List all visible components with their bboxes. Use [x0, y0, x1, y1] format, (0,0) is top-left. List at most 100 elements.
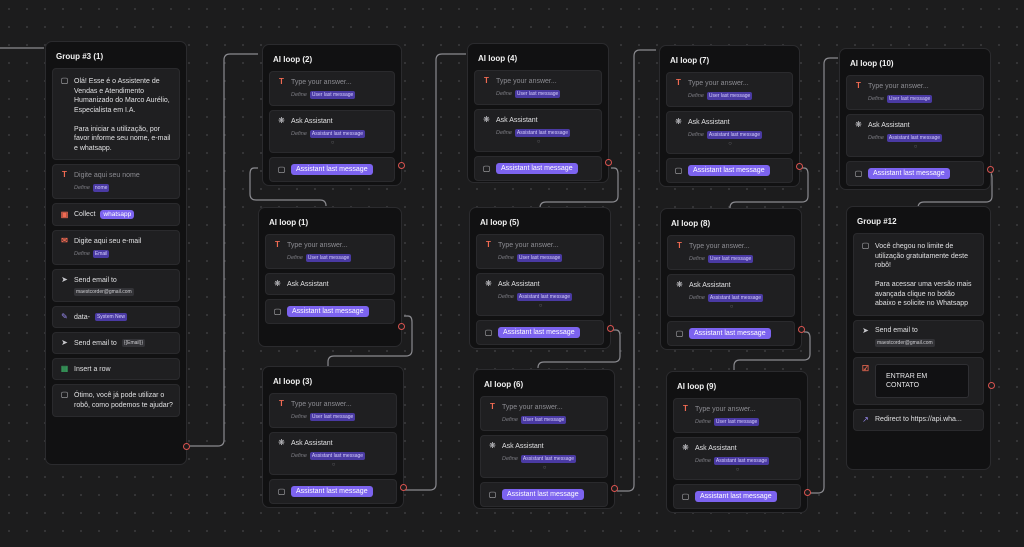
insert-row-block[interactable]: ▦Insert a row — [52, 358, 180, 380]
user-last-message-tag: User last message — [706, 92, 753, 100]
ask-assistant-label: Ask Assistant — [496, 116, 538, 124]
email-address-tag: maestcorder@gmail.com — [875, 338, 935, 347]
edge-group3-to-loop2 — [190, 53, 258, 447]
email-address-tag: maestcorder@gmail.com — [74, 288, 134, 296]
openai-icon: ❋ — [278, 116, 285, 125]
sheet-icon: ▦ — [60, 364, 69, 373]
output-port[interactable] — [611, 485, 618, 492]
assistant-last-message-tag: Assistant last message — [309, 130, 366, 138]
send-email-block-1[interactable]: ➤Send email to maestcorder@gmail.com — [52, 269, 180, 302]
output-port[interactable] — [987, 166, 994, 173]
buttons-block[interactable]: ☑ ENTRAR EM CONTATO — [853, 356, 995, 405]
output-port[interactable] — [607, 325, 614, 332]
text-input-icon: T — [62, 170, 67, 179]
output-port[interactable] — [804, 489, 811, 496]
output-port[interactable] — [798, 326, 805, 333]
output-port[interactable] — [400, 484, 407, 491]
answer-placeholder: Type your answer... — [688, 79, 749, 87]
ask-assistant-block[interactable]: ❋Ask Assistant — [265, 273, 395, 295]
ask-assistant-label: Ask Assistant — [287, 280, 329, 288]
button-port[interactable] — [988, 381, 995, 389]
openai-icon: ❋ — [855, 120, 862, 129]
loop-title: AI loop (4) — [478, 54, 518, 63]
assistant-message-block[interactable]: ▢Assistant last message — [476, 320, 604, 345]
chat-bubble-icon: ▢ — [60, 76, 69, 85]
text-input-icon: T — [279, 399, 284, 408]
chat-bubble-icon: ▢ — [277, 164, 286, 174]
answer-placeholder: Type your answer... — [498, 241, 559, 249]
assistant-message-block[interactable]: ▢Assistant last message — [269, 479, 397, 504]
loop-title: AI loop (6) — [484, 380, 524, 389]
data-block[interactable]: ✎data-System New — [52, 306, 180, 328]
output-port[interactable] — [796, 163, 803, 170]
text-input-icon: T — [683, 404, 688, 413]
assistant-message-block[interactable]: ▢Assistant last message — [673, 484, 801, 509]
assistant-message-block[interactable]: ▢Assistant last message — [480, 482, 608, 507]
assistant-last-message-tag: Assistant last message — [713, 457, 770, 465]
text-input-icon: T — [486, 240, 491, 249]
output-port[interactable] — [605, 159, 612, 166]
redirect-block[interactable]: ↗Redirect to https://api.wha... — [853, 408, 984, 431]
group-3-node[interactable]: Group #3 (1) ▢ Olá! Esse é o Assistente … — [45, 41, 190, 465]
assistant-last-message-pill: Assistant last message — [502, 489, 584, 500]
chat-bubble-icon: ▢ — [675, 328, 684, 338]
loop-title: AI loop (2) — [273, 55, 313, 64]
assistant-message-block[interactable]: ▢Assistant last message — [474, 156, 602, 181]
final-text-bubble[interactable]: ▢Ótimo, você já pode utilizar o robô, co… — [52, 384, 180, 417]
chat-bubble-icon: ▢ — [60, 390, 69, 399]
output-port[interactable] — [398, 162, 405, 169]
redirect-label: Redirect to https://api.wha... — [875, 416, 962, 423]
limit-text-bubble[interactable]: ▢Você chegou no limite de utilização gra… — [853, 233, 984, 316]
send-email-block[interactable]: ➤Send email to maestcorder@gmail.com — [853, 319, 984, 353]
bulb-icon: ○ — [330, 140, 335, 146]
assistant-message-block[interactable]: ▢Assistant last message — [265, 299, 395, 324]
edge-loop3-to-loop4 — [405, 53, 466, 491]
output-port[interactable] — [398, 323, 405, 330]
chat-bubble-icon: ▢ — [484, 327, 493, 337]
assistant-message-block[interactable]: ▢Assistant last message — [666, 158, 793, 183]
loop-title: AI loop (5) — [480, 218, 520, 227]
contact-button[interactable]: ENTRAR EM CONTATO — [875, 363, 969, 398]
assistant-message-block[interactable]: ▢Assistant last message — [667, 321, 795, 346]
send-email-block-2[interactable]: ➤Send email to{{Email}} — [52, 332, 180, 354]
assistant-last-message-pill: Assistant last message — [291, 486, 373, 497]
output-port[interactable] — [183, 443, 190, 450]
group-12-node[interactable]: Group #12 ▢Você chegou no limite de util… — [846, 206, 995, 470]
welcome-text-bubble[interactable]: ▢ Olá! Esse é o Assistente de Vendas e A… — [52, 68, 180, 160]
assistant-message-block[interactable]: ▢Assistant last message — [846, 161, 984, 186]
bulb-icon: ○ — [538, 303, 543, 309]
assistant-message-block[interactable]: ▢Assistant last message — [269, 157, 395, 182]
